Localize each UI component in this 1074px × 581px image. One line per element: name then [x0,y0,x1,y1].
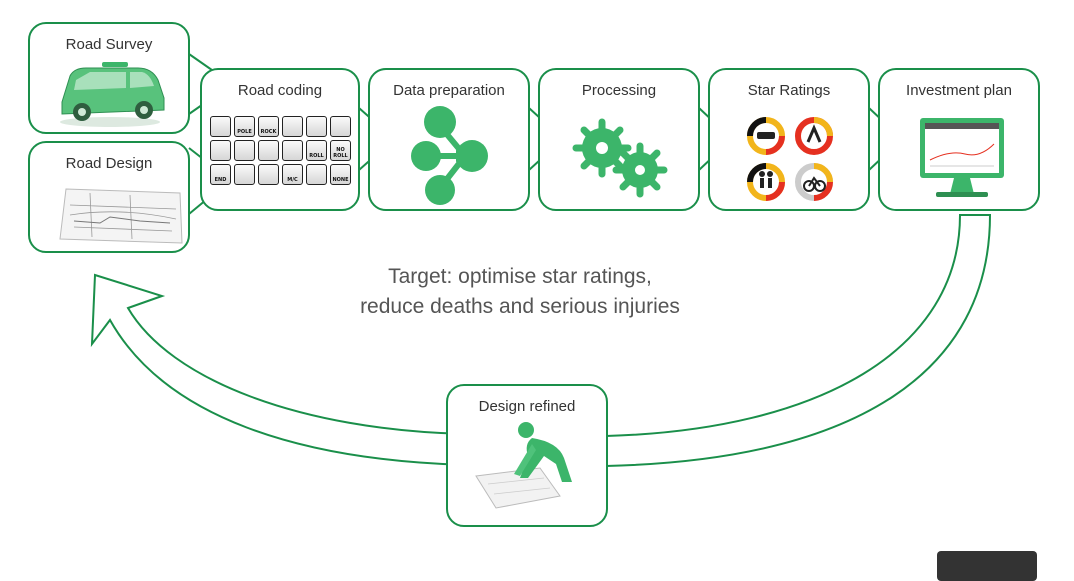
road-code-tile: ROCK [258,116,279,137]
road-code-tile [210,140,231,161]
van-icon [60,62,165,127]
gears-icon [572,118,668,198]
road-code-tile [282,116,303,137]
road-code-tile: END [210,164,231,185]
road-code-tile [306,116,327,137]
step-design-refined-label: Design refined [478,398,576,415]
return-loop-arrow [90,214,992,468]
step-star-ratings-label: Star Ratings [747,82,831,99]
step-design-refined: Design refined [446,384,608,527]
person-planning-icon [475,422,572,509]
data-flow-icon [411,106,488,205]
road-code-tile [330,116,351,137]
road-code-tile [258,164,279,185]
step-road-design: Road Design [28,141,190,253]
road-code-tile: ROLL [306,140,327,161]
step-investment-plan: Investment plan [878,68,1040,211]
road-code-tile [210,116,231,137]
step-road-design-label: Road Design [65,155,153,172]
step-road-coding: Road coding POLE ROCK ROLL NO ROLL END M… [200,68,360,211]
target-line-2: reduce deaths and serious injuries [360,295,680,318]
road-code-tile: POLE [234,116,255,137]
road-code-tile [258,140,279,161]
step-road-coding-label: Road coding [237,82,323,99]
road-code-tile [306,164,327,185]
road-code-tile [234,140,255,161]
road-coding-grid-icon: POLE ROCK ROLL NO ROLL END M/C NONE [210,116,351,185]
road-design-drawing-icon [59,188,183,244]
target-line-1: Target: optimise star ratings, [388,265,652,288]
target-statement: Target: optimise star ratings, reduce de… [280,262,760,322]
corner-button[interactable] [937,551,1037,581]
step-road-survey: Road Survey [28,22,190,134]
step-data-preparation: Data preparation [368,68,530,211]
step-road-survey-label: Road Survey [65,36,153,53]
star-rating-gauges-icon [747,117,833,201]
step-processing: Processing [538,68,700,211]
step-data-preparation-label: Data preparation [393,82,505,99]
road-code-tile: NONE [330,164,351,185]
step-star-ratings: Star Ratings [708,68,870,211]
monitor-chart-icon [920,118,1004,197]
step-processing-label: Processing [581,82,657,99]
road-code-tile: M/C [282,164,303,185]
road-code-tile [234,164,255,185]
step-investment-plan-label: Investment plan [906,82,1012,99]
road-code-tile [282,140,303,161]
road-code-tile: NO ROLL [330,140,351,161]
